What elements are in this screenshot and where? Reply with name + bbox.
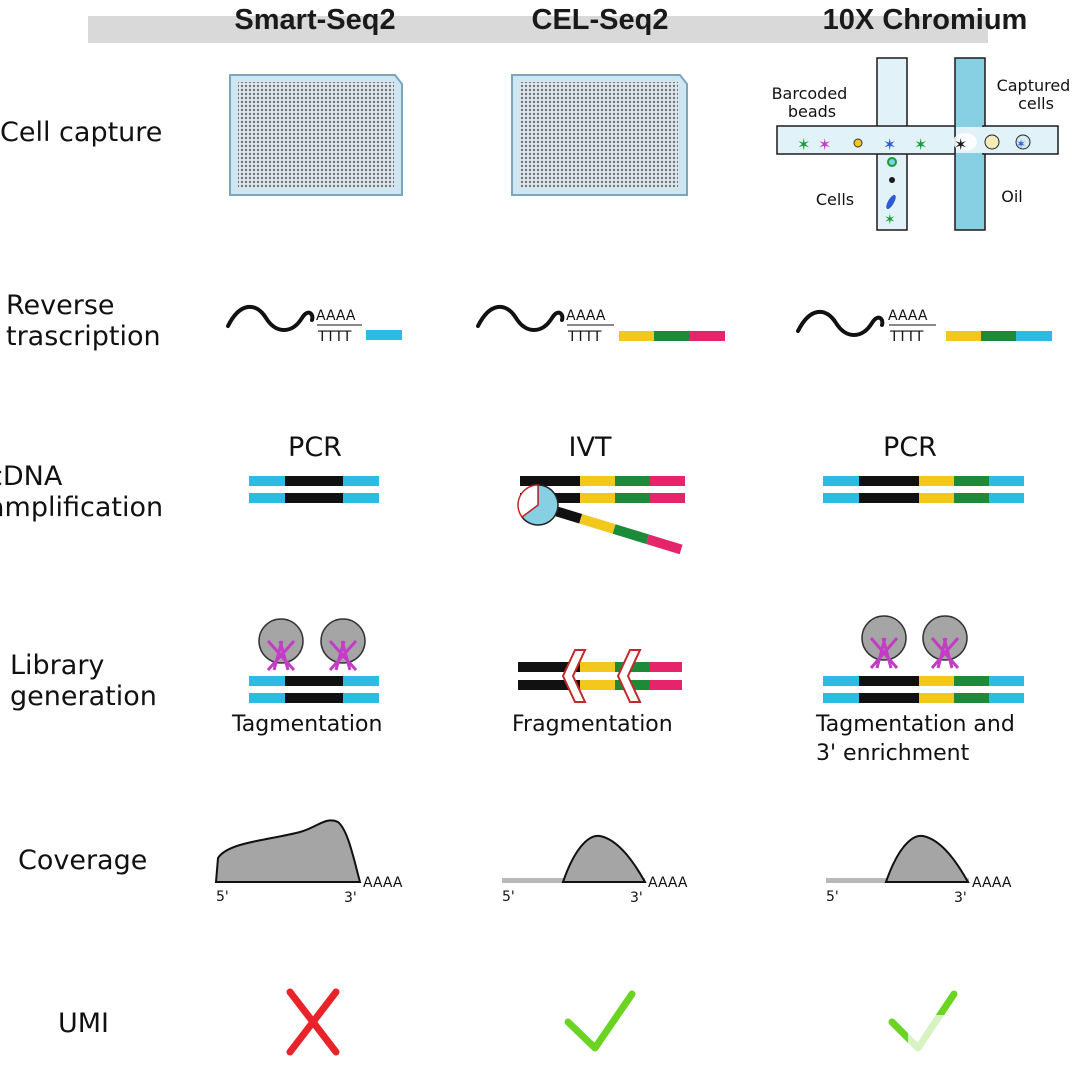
library-label-cel-seq2: Fragmentation [512, 712, 673, 737]
row-label-coverage: Coverage [18, 845, 148, 876]
svg-text:✶: ✶ [914, 135, 927, 154]
coverage-smart-seq2: 5' 3' AAAA [214, 819, 403, 906]
poly-t-text: TTTT [889, 329, 924, 345]
coverage-three-prime: 3' [344, 890, 357, 906]
poly-a-text: AAAA [316, 308, 356, 324]
label-barcoded-beads-line1: Barcoded [772, 84, 848, 103]
umi-smart-seq2-cross-icon [286, 988, 340, 1056]
column-title-10x-chromium: 10X Chromium [822, 4, 1028, 36]
library-smart-seq2 [249, 618, 379, 703]
row-label-cell-capture: Cell capture [0, 117, 163, 148]
library-label-10x-text: Tagmentation and 3' enrichment [816, 712, 1015, 766]
rt-cel-seq2: AAAA TTTT [476, 305, 725, 345]
label-barcoded-beads-line2: beads [788, 102, 836, 121]
svg-text:✶: ✶ [883, 135, 896, 154]
row-label-cdna-amplification-text: cDNA amplification [0, 461, 164, 523]
well-plate-smart-seq2 [229, 74, 403, 196]
poly-t-text: TTTT [317, 329, 352, 345]
library-label-smart-seq2: Tagmentation [232, 712, 383, 737]
svg-text:✶: ✶ [954, 135, 967, 154]
amplification-method-cel-seq2: IVT [568, 432, 612, 463]
coverage-poly-a: AAAA [363, 875, 403, 891]
coverage-three-prime: 3' [954, 890, 967, 906]
coverage-five-prime: 5' [216, 889, 229, 905]
header-bar [88, 16, 988, 43]
label-captured-cells: Captured cells [997, 76, 1076, 113]
coverage-10x: 5' 3' AAAA [826, 834, 1012, 906]
umi-10x-check-icon [888, 990, 1048, 1060]
poly-t-text: TTTT [567, 329, 602, 345]
svg-text:✶: ✶ [818, 135, 831, 154]
coverage-five-prime: 5' [502, 889, 515, 905]
row-label-reverse-transcription-text: Reverse trascription [6, 290, 161, 352]
library-10x [823, 615, 1024, 703]
microfluidic-chip-10x: ✶ ✶ ✶ ✶ ✶ ✶ ✶ Barcoded beads Captured ce… [772, 57, 1076, 231]
label-oil: Oil [1001, 187, 1022, 206]
amplification-cel-seq2 [517, 476, 685, 555]
umi-cel-seq2-check-icon [564, 990, 636, 1052]
row-label-umi: UMI [58, 1008, 110, 1039]
well-plate-cel-seq2 [511, 74, 688, 196]
label-captured-cells-line2: cells [1018, 94, 1054, 113]
label-barcoded-beads: Barcoded beads [772, 84, 853, 121]
coverage-poly-a: AAAA [648, 875, 688, 891]
library-cel-seq2 [518, 649, 682, 703]
rt-smart-seq2: AAAA TTTT [226, 305, 402, 345]
row-label-library-generation: Library generation [10, 650, 157, 712]
row-label-reverse-transcription: Reverse trascription [6, 290, 161, 352]
label-cells: Cells [816, 190, 854, 209]
svg-text:✶: ✶ [797, 135, 810, 154]
library-label-10x: Tagmentation and 3' enrichment [816, 710, 1015, 768]
amplification-smart-seq2 [249, 476, 379, 503]
row-label-library-generation-text: Library generation [10, 650, 157, 712]
amplification-10x [823, 476, 1024, 503]
column-title-smart-seq2: Smart-Seq2 [234, 4, 396, 36]
coverage-three-prime: 3' [630, 890, 643, 906]
coverage-five-prime: 5' [826, 889, 839, 905]
poly-a-text: AAAA [566, 308, 606, 324]
svg-text:✶: ✶ [1016, 137, 1026, 151]
rt-10x: AAAA TTTT [796, 308, 1052, 345]
amplification-method-10x: PCR [883, 432, 937, 463]
label-captured-cells-line1: Captured [997, 76, 1071, 95]
coverage-poly-a: AAAA [972, 875, 1012, 891]
poly-a-text: AAAA [888, 308, 928, 324]
bead-icons: ✶ ✶ ✶ ✶ ✶ ✶ ✶ [797, 133, 1031, 228]
amplification-method-smart-seq2: PCR [288, 432, 342, 463]
column-title-cel-seq2: CEL-Seq2 [531, 4, 669, 36]
coverage-cel-seq2: 5' 3' AAAA [502, 834, 688, 906]
svg-text:✶: ✶ [884, 212, 896, 228]
row-label-cdna-amplification: cDNA amplification [0, 461, 163, 523]
